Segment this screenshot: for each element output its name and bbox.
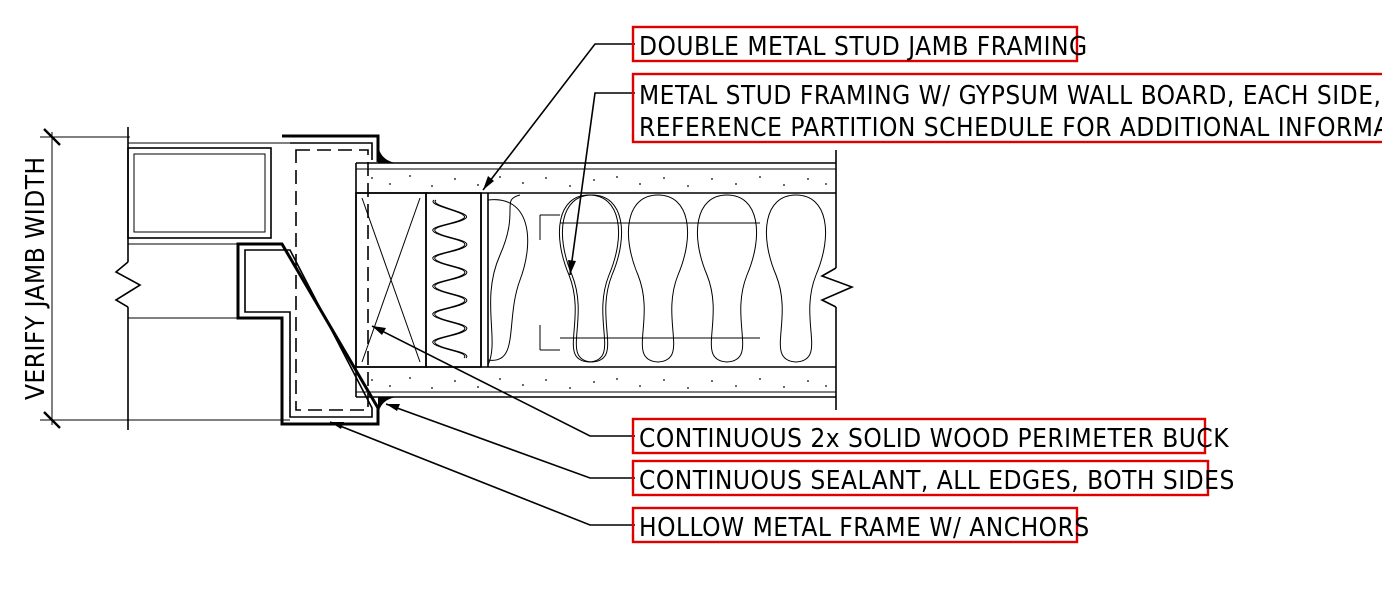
batt-insulation [425,192,482,368]
dimension-line [40,128,130,429]
callout-sealant: CONTINUOUS SEALANT, ALL EDGES, BOTH SIDE… [631,459,1235,497]
wall-assembly [355,150,855,410]
callout-hollow-frame: HOLLOW METAL FRAME W/ ANCHORS [631,506,1090,544]
sealant-bead-bottom [378,397,396,415]
cavity-insulation [487,194,827,366]
callout-wood-buck: CONTINUOUS 2x SOLID WOOD PERIMETER BUCK [631,417,1229,455]
callout-text-sealant: CONTINUOUS SEALANT, ALL EDGES, BOTH SIDE… [639,466,1235,496]
sealant-bead-top [378,145,396,163]
callout-text-wood-buck: CONTINUOUS 2x SOLID WOOD PERIMETER BUCK [639,424,1229,454]
dimension-label: VERIFY JAMB WIDTH [21,156,51,400]
double-metal-studs [480,193,489,367]
callout-text-double-stud: DOUBLE METAL STUD JAMB FRAMING [639,32,1088,62]
wood-buck [355,192,427,368]
callout-text-stud-framing-line2: REFERENCE PARTITION SCHEDULE FOR ADDITIO… [639,113,1382,143]
door-leaf-section [114,127,290,430]
callout-text-hollow-frame: HOLLOW METAL FRAME W/ ANCHORS [639,513,1090,543]
leader-lines [329,43,635,526]
hollow-metal-frame [236,134,380,426]
gypsum-board-texture [371,175,827,389]
callout-text-stud-framing-line1: METAL STUD FRAMING W/ GYPSUM WALL BOARD,… [639,81,1381,111]
callout-stud-framing: METAL STUD FRAMING W/ GYPSUM WALL BOARD,… [631,72,1382,144]
callout-double-stud: DOUBLE METAL STUD JAMB FRAMING [631,25,1088,63]
